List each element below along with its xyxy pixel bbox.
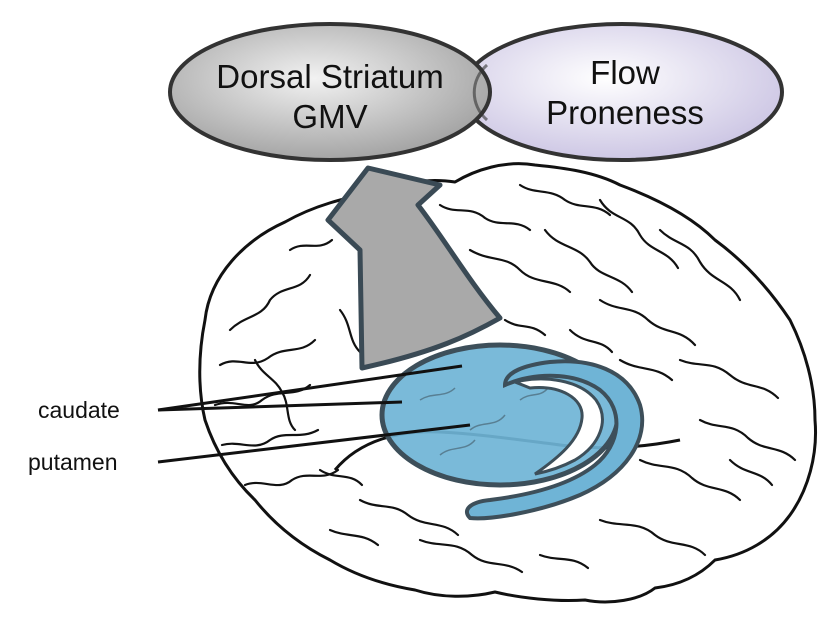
leader-lines [157,364,471,464]
caudate-tail [464,359,645,521]
brain-folds [213,183,797,574]
oval-dorsal-line-1: Dorsal Striatum [216,58,443,95]
oval-flow-proneness [460,22,784,162]
striatum [379,342,645,521]
oval-dorsal-striatum [168,22,492,162]
label-putamen: putamen [28,449,118,475]
oval-dorsal-line-2: GMV [292,98,367,135]
upward-arrow-icon [325,165,503,371]
label-caudate: caudate [38,397,120,423]
caudate-inner-gap [510,377,604,476]
oval-flow-line-1: Flow [590,54,660,91]
oval-flow-line-2: Proneness [546,94,704,131]
